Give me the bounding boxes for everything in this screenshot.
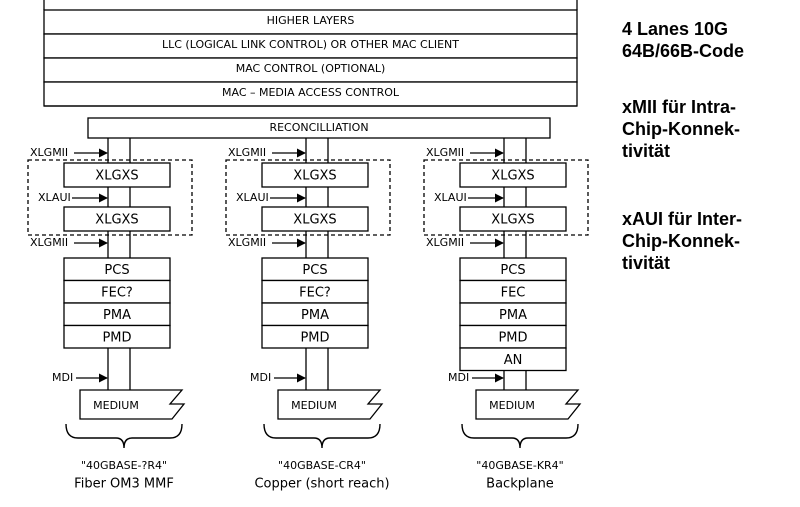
side-note-block: xAUI für Inter-Chip-Konnek-tivität [622, 208, 742, 274]
phy-layer-box [459, 347, 567, 372]
medium-description: Backplane [486, 477, 554, 492]
side-note-line: Chip-Konnek- [622, 231, 740, 251]
grouping-brace [263, 423, 381, 449]
phy-layer-label: PCS [302, 263, 327, 278]
mdi-label: MDI [448, 371, 469, 384]
medium-label: MEDIUM [291, 399, 337, 412]
side-note-line: 4 Lanes 10G [622, 19, 729, 39]
xlgxs-box-lower [459, 206, 567, 232]
phy-layer-label: PCS [500, 263, 525, 278]
stack-layer-box [43, 33, 578, 59]
side-note-line: xMII für Intra- [622, 97, 737, 117]
side-note-line: tivität [622, 141, 671, 161]
phy-layer-label: PCS [104, 263, 129, 278]
standard-name: "40GBASE-?R4" [81, 459, 167, 472]
xlgxs-label: XLGXS [491, 213, 534, 228]
medium-label: MEDIUM [489, 399, 535, 412]
stack-layer-label: MAC CONTROL (OPTIONAL) [236, 62, 386, 75]
xlgmii-label: XLGMII [30, 146, 68, 159]
medium-description: Copper (short reach) [254, 477, 389, 492]
stack-layer-label: RECONCILLIATION [269, 121, 368, 134]
phy-layer-box [63, 324, 171, 349]
phy-layer-label: PMA [499, 308, 527, 323]
xlgxs-box-lower [63, 206, 171, 232]
phy-layer-label: FEC [501, 285, 526, 300]
xlaui-label: XLAUI [434, 191, 467, 204]
xlgmii-label: XLGMII [228, 146, 266, 159]
xlgxs-label: XLGXS [293, 169, 336, 184]
phy-layer-label: PMA [103, 308, 131, 323]
side-note-block: xMII für Intra-Chip-Konnek-tivität [622, 96, 740, 162]
xlaui-label: XLAUI [236, 191, 269, 204]
xlgxs-box-upper [459, 162, 567, 188]
medium-shape [475, 389, 582, 420]
standard-name: "40GBASE-CR4" [278, 459, 366, 472]
medium-shape [79, 389, 186, 420]
xlgxs-box-lower [261, 206, 369, 232]
phy-layer-box [261, 324, 369, 349]
xlgmii-label: XLGMII [30, 236, 68, 249]
xlgmii-label: XLGMII [228, 236, 266, 249]
standard-name: "40GBASE-KR4" [476, 459, 563, 472]
grouping-brace [461, 423, 579, 449]
xlgmii-label: XLGMII [426, 236, 464, 249]
side-note-line: xAUI für Inter- [622, 209, 743, 229]
phy-layer-label: FEC? [101, 285, 133, 300]
phy-layer-label: PMD [498, 330, 527, 345]
xlgxs-box-upper [261, 162, 369, 188]
phy-layer-label: FEC? [299, 285, 331, 300]
xlgmii-label: XLGMII [426, 146, 464, 159]
stack-layer-label: LLC (LOGICAL LINK CONTROL) OR OTHER MAC … [162, 38, 459, 51]
mdi-label: MDI [52, 371, 73, 384]
phy-layer-label: PMD [300, 330, 329, 345]
stack-layer-label: MAC – MEDIA ACCESS CONTROL [222, 86, 400, 99]
medium-shape [277, 389, 384, 420]
xlgxs-box-upper [63, 162, 171, 188]
xlgxs-label: XLGXS [293, 213, 336, 228]
xlaui-label: XLAUI [38, 191, 71, 204]
phy-layer-label: PMD [102, 330, 131, 345]
side-note-line: 64B/66B-Code [622, 41, 745, 61]
phy-layer-label: PMA [301, 308, 329, 323]
medium-description: Fiber OM3 MMF [74, 477, 174, 492]
xlgxs-label: XLGXS [491, 169, 534, 184]
stack-layer-box [43, 9, 578, 35]
stack-layer-box [87, 117, 551, 139]
stack-layer-label: HIGHER LAYERS [267, 14, 355, 27]
side-note-line: Chip-Konnek- [622, 119, 740, 139]
grouping-brace [65, 423, 183, 449]
side-note-line: tivität [622, 253, 671, 273]
xlgxs-label: XLGXS [95, 213, 138, 228]
medium-label: MEDIUM [93, 399, 139, 412]
phy-layer-label: AN [504, 353, 523, 368]
mdi-label: MDI [250, 371, 271, 384]
xlgxs-label: XLGXS [95, 169, 138, 184]
